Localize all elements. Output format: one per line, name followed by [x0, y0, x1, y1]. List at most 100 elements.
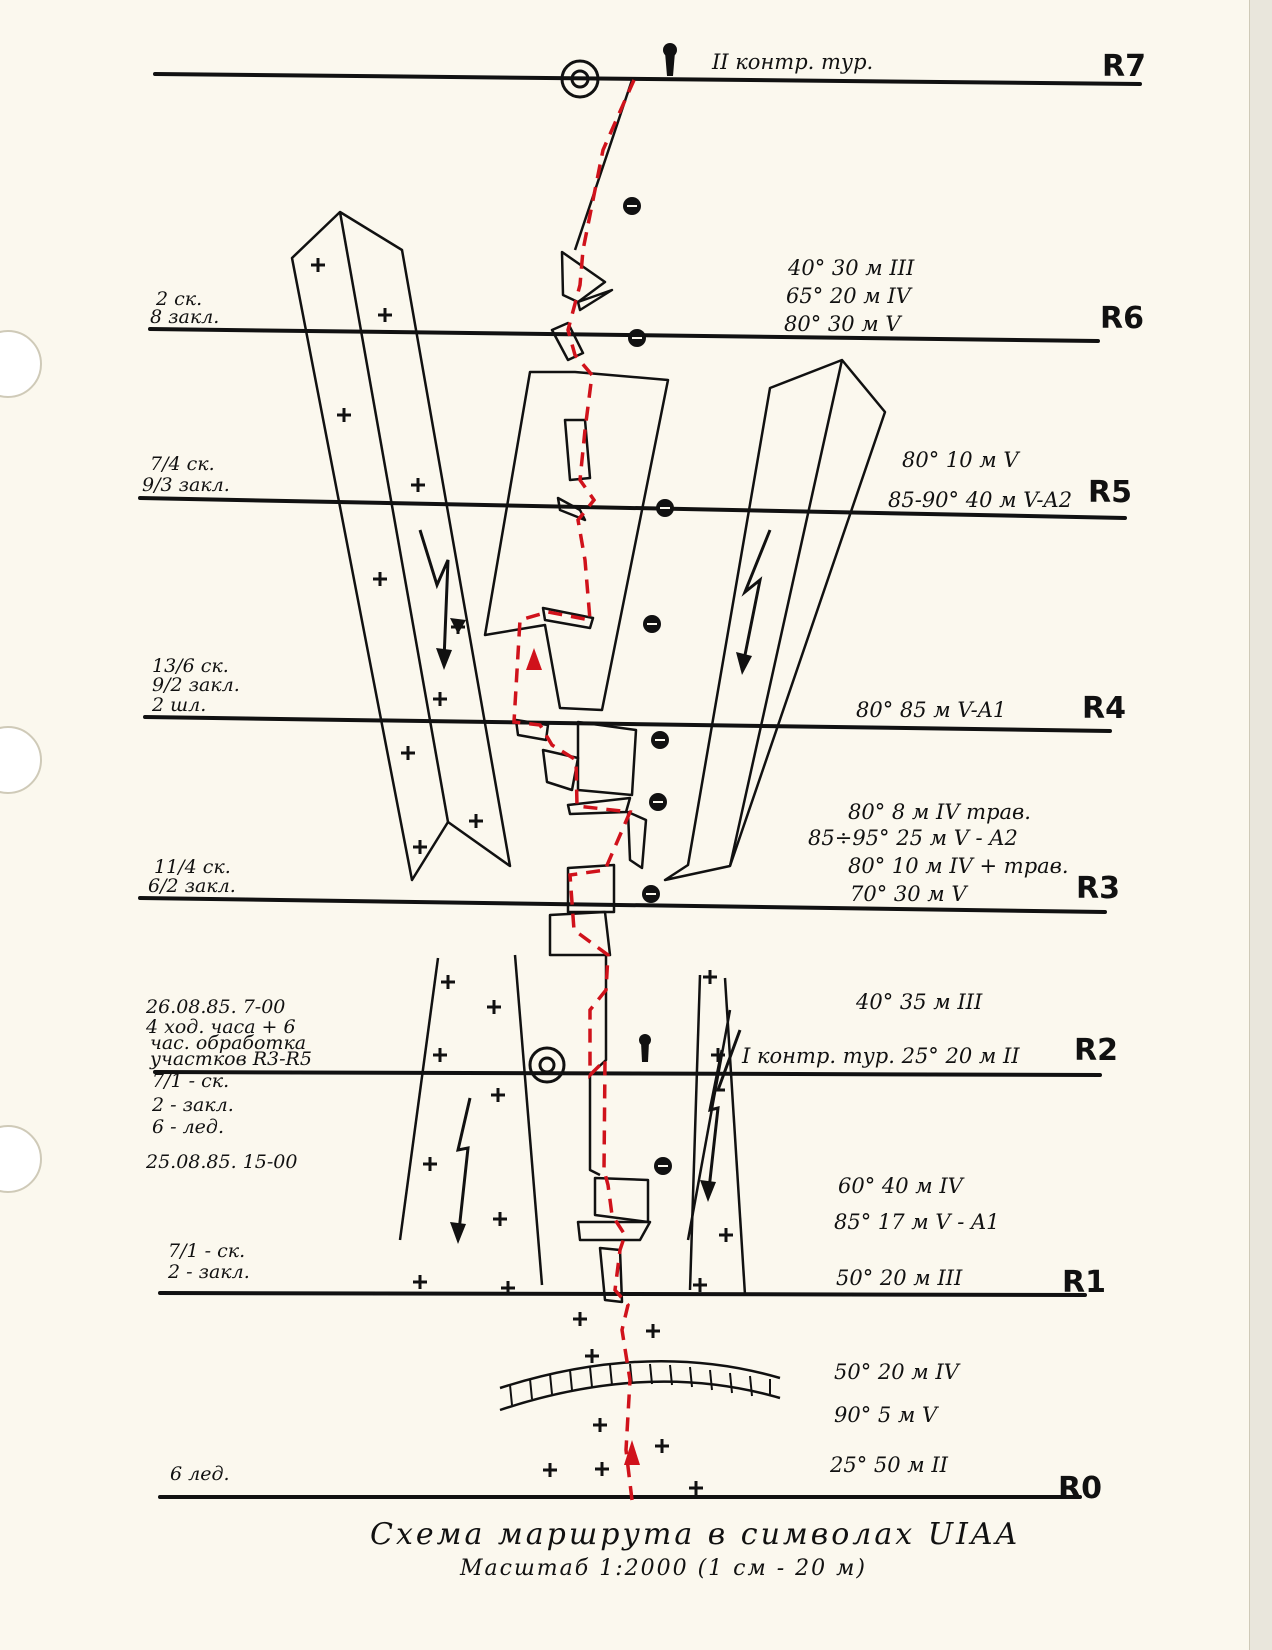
- pitch-note: 70° 30 м V: [850, 882, 967, 906]
- rockfall-icon: [418, 529, 450, 661]
- pitch-note: 40° 35 м III: [856, 990, 983, 1014]
- plus-icon: [655, 1439, 669, 1453]
- note-line: 8 закл.: [150, 306, 220, 328]
- note-line: 9/2 закл.: [152, 674, 240, 696]
- block: [556, 496, 587, 522]
- cairn-icon: [663, 43, 677, 76]
- route-arrow: [624, 1440, 640, 1465]
- block: [598, 1246, 624, 1304]
- note-line: час. обработка: [150, 1032, 307, 1054]
- plus-icon: [378, 308, 392, 322]
- block: [576, 720, 638, 797]
- plus-icon: [337, 408, 351, 422]
- diagram-scale: Масштаб 1:2000 (1 см - 20 м): [460, 1556, 867, 1581]
- pitch-note: 80° 10 м V: [902, 448, 1019, 472]
- block: [541, 606, 595, 630]
- pitch-note: 85÷95° 25 м V - A2: [808, 826, 1018, 850]
- pitch-note: 80° 10 м IV + трав.: [848, 854, 1069, 878]
- pitch-note: 65° 20 м IV: [786, 284, 911, 308]
- block: [548, 910, 612, 957]
- pitch-note: 80° 85 м V-A1: [856, 698, 1007, 722]
- plus-icon: [585, 1349, 599, 1363]
- plus-icon: [693, 1278, 707, 1292]
- level-label-r3: R3: [1076, 871, 1120, 906]
- level-line-r3: [138, 896, 1107, 914]
- plus-icon: [689, 1481, 703, 1495]
- pitch-note: 80° 30 м V: [784, 312, 901, 336]
- plus-icon: [413, 840, 427, 854]
- plus-icon: [543, 1463, 557, 1477]
- note-line: 2 - закл.: [152, 1094, 234, 1116]
- level-label-r2: R2: [1074, 1033, 1118, 1068]
- level-label-r4: R4: [1082, 691, 1126, 726]
- bivouac-icon: [528, 1046, 566, 1084]
- level-label-r0: R0: [1058, 1471, 1102, 1506]
- block: [576, 1220, 652, 1242]
- block: [563, 418, 592, 482]
- rockfall-icon: [456, 1097, 472, 1241]
- note-line: 2 ск.: [156, 288, 203, 310]
- plus-icon: [451, 620, 465, 634]
- cairn-icon: [639, 1034, 651, 1062]
- plus-icon: [413, 1275, 427, 1289]
- plus-icon: [646, 1324, 660, 1338]
- plus-icon: [593, 1418, 607, 1432]
- page-edge: [1249, 0, 1272, 1650]
- plus-icon: [433, 692, 447, 706]
- plus-icon: [501, 1281, 515, 1295]
- pitch-note: 40° 30 м III: [788, 256, 915, 280]
- note-line: 9/3 закл.: [142, 474, 230, 496]
- note-line: 7/1 - ск.: [168, 1240, 246, 1262]
- pitch-note: 50° 20 м III: [836, 1266, 963, 1290]
- diagram-title: Схема маршрута в символах UIAA: [370, 1517, 1021, 1552]
- plus-icon: [703, 970, 717, 984]
- plus-icon: [711, 1048, 725, 1062]
- note-line: 6 лед.: [170, 1463, 230, 1485]
- plus-icon: [487, 1000, 501, 1014]
- block: [566, 863, 616, 914]
- rockfall-icon: [706, 1049, 724, 1199]
- plus-icon: [441, 975, 455, 989]
- left-couloir-outline: [290, 210, 512, 882]
- note-line: 2 шл.: [152, 694, 207, 716]
- plus-icon: [595, 1462, 609, 1476]
- block: [626, 810, 648, 870]
- piton-icons: [623, 197, 674, 1175]
- route-arrow: [526, 648, 542, 670]
- plus-icon: [373, 572, 387, 586]
- level-label-r1: R1: [1062, 1265, 1106, 1300]
- note-line: участков R3-R5: [150, 1048, 312, 1070]
- level-line-r2: [153, 1070, 1102, 1077]
- plus-icon: [493, 1212, 507, 1226]
- level-label-r5: R5: [1088, 475, 1132, 510]
- pitch-note: 60° 40 м IV: [838, 1174, 963, 1198]
- plus-icon: [719, 1228, 733, 1242]
- note-line: 6/2 закл.: [148, 875, 236, 897]
- note-line: 11/4 ск.: [154, 856, 231, 878]
- note-line: 2 - закл.: [168, 1261, 250, 1283]
- pitch-note: 80° 8 м IV трав.: [848, 800, 1031, 824]
- note-line: 13/6 ск.: [152, 655, 229, 677]
- plus-icon: [411, 478, 425, 492]
- level-label-r6: R6: [1100, 301, 1144, 336]
- pitch-note: I контр. тур. 25° 20 м II: [742, 1044, 1020, 1068]
- plus-icon: [423, 1157, 437, 1171]
- pitch-note: 85-90° 40 м V-A2: [888, 488, 1073, 512]
- level-line-r5: [138, 496, 1127, 520]
- bivouac-icon: [560, 59, 600, 99]
- block: [593, 1176, 650, 1224]
- plus-icon: [433, 1048, 447, 1062]
- block: [576, 288, 614, 312]
- plus-icon: [491, 1088, 505, 1102]
- pitch-note: 25° 50 м II: [830, 1453, 948, 1477]
- pitch-note: 90° 5 м V: [834, 1403, 938, 1427]
- note-line: 7/1 - ск.: [152, 1070, 230, 1092]
- central-slab-outline: [483, 370, 670, 712]
- rockfall-icon: [740, 529, 772, 671]
- note-line: 25.08.85. 15-00: [146, 1151, 298, 1173]
- plus-icon: [401, 746, 415, 760]
- level-line-r7: [153, 72, 1142, 86]
- note-line: 4 ход. часа + 6: [146, 1016, 296, 1038]
